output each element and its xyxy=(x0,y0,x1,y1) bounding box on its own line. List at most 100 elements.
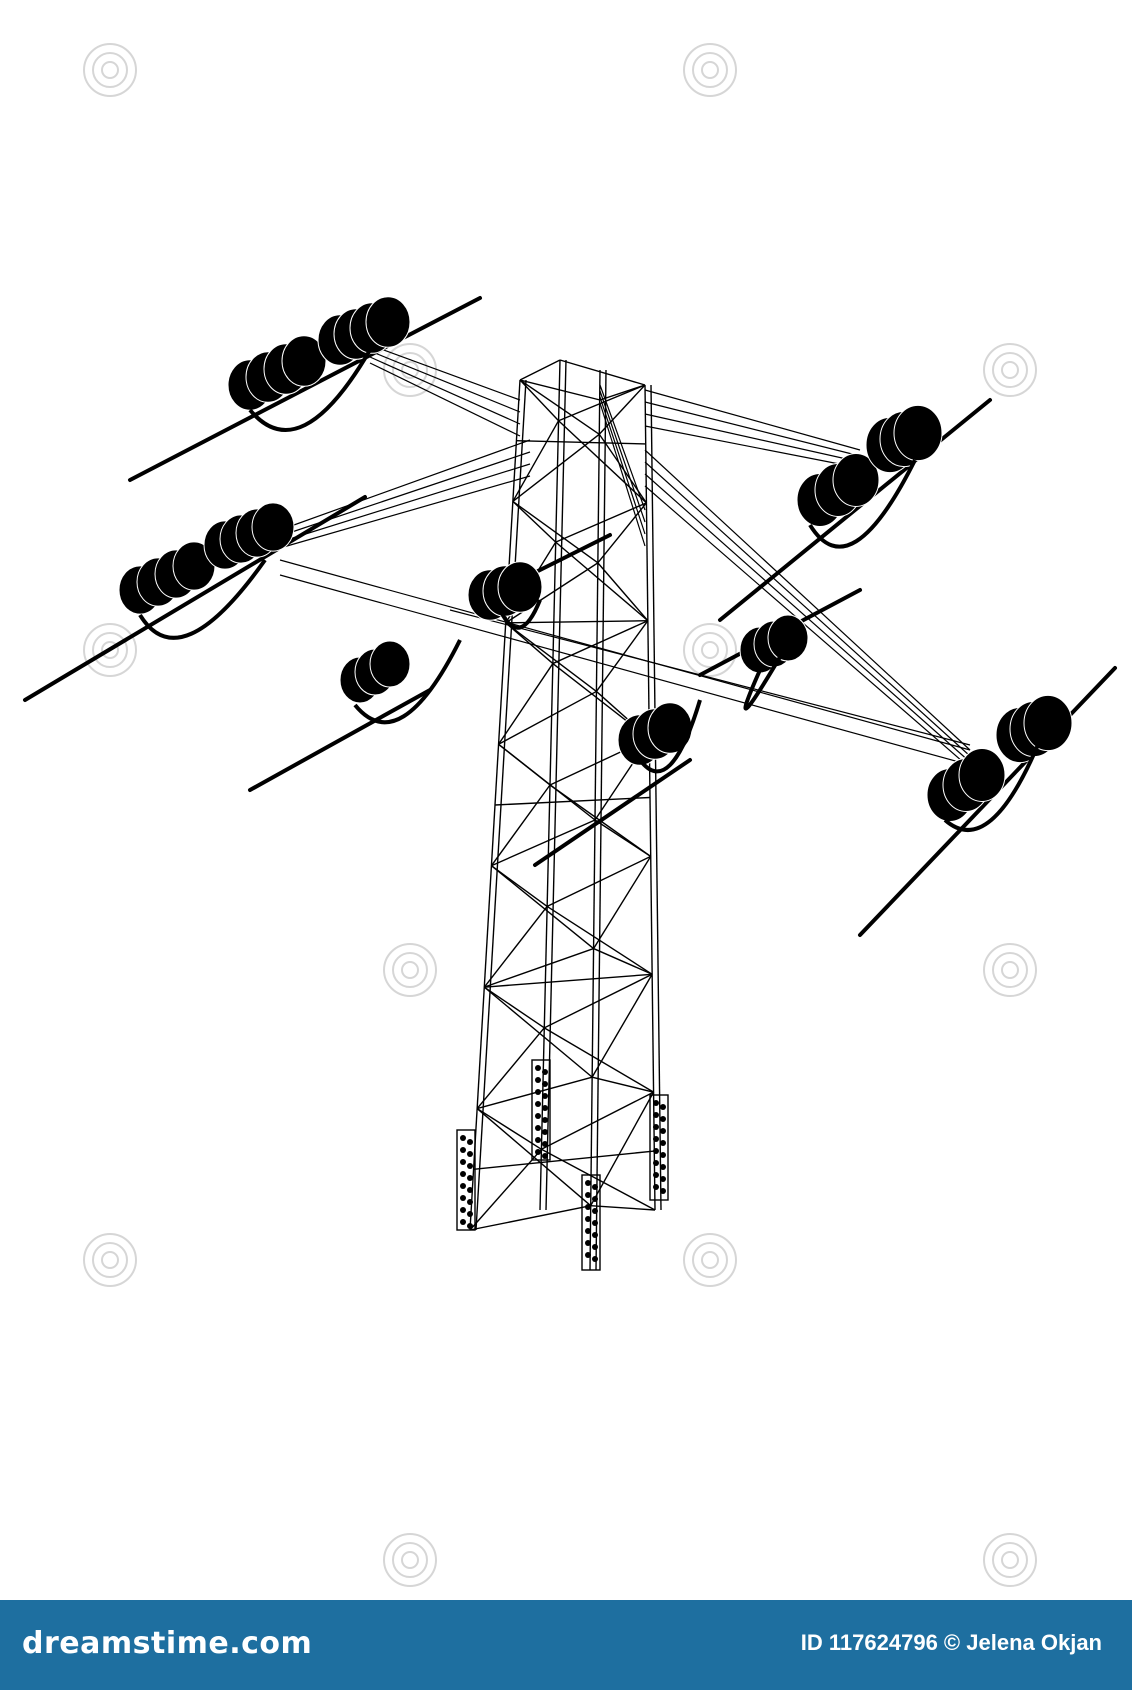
watermark-swirl-icon xyxy=(383,343,437,397)
conductor-rod xyxy=(718,398,992,622)
tower-brace xyxy=(541,1148,656,1211)
insulator-disc-cluster xyxy=(739,614,809,674)
tower-brace xyxy=(592,856,652,949)
jumper-loop xyxy=(943,739,1042,832)
tower-brace xyxy=(590,1205,656,1211)
jumper-loop xyxy=(138,558,267,640)
tower-brace xyxy=(597,502,647,564)
tower-brace xyxy=(595,620,649,692)
cross-arm-stay xyxy=(369,350,521,413)
tower-brace xyxy=(543,973,653,1029)
cross-arm-stay xyxy=(644,425,861,469)
conductor-rod xyxy=(248,688,432,792)
tower-top-frame xyxy=(519,359,561,381)
watermark-swirl-icon xyxy=(83,1233,137,1287)
tower-brace xyxy=(512,500,557,543)
tower-brace xyxy=(597,562,649,622)
jumper-loop xyxy=(743,638,792,711)
tower-brace xyxy=(490,784,551,867)
cross-arm-stay xyxy=(279,574,971,766)
insulator-disc-cluster xyxy=(796,453,880,527)
cross-arm-stay xyxy=(599,396,646,535)
cross-arm-stay xyxy=(449,609,971,746)
tower-brace xyxy=(512,420,560,502)
conductor-lines xyxy=(23,296,1117,937)
tower-brace xyxy=(469,1148,542,1231)
cross-arm-stay xyxy=(369,356,521,425)
watermark-footer-bar: dreamstime.com ID 117624796 © Jelena Okj… xyxy=(0,1600,1132,1690)
tower-top-frame xyxy=(519,379,601,401)
tower-horizontal xyxy=(473,1150,655,1170)
cross-arm-stay xyxy=(279,463,531,543)
tower-brace xyxy=(498,690,597,745)
tower-brace xyxy=(512,433,600,502)
watermark-brand: dreamstime.com xyxy=(22,1626,313,1661)
insulator-disc-cluster xyxy=(317,296,411,366)
tower-brace xyxy=(590,1091,655,1207)
conductor-rod xyxy=(533,758,692,867)
tower-brace xyxy=(519,379,600,435)
conductor-rod xyxy=(858,666,1117,937)
lattice-tower xyxy=(469,359,662,1271)
cross-arm-stay xyxy=(369,362,521,437)
conductor-rod xyxy=(23,495,367,702)
cross-arm-stay xyxy=(644,389,861,451)
insulator-disc-cluster xyxy=(617,702,693,766)
tower-leg xyxy=(650,384,662,1211)
cross-arm-stay xyxy=(644,461,971,757)
tower-brace xyxy=(498,743,596,821)
tower-brace xyxy=(546,905,653,975)
cross-arm-stay xyxy=(279,439,531,531)
cross-arm-stay xyxy=(369,344,521,401)
tower-brace xyxy=(476,1027,545,1110)
cross-arm-stay xyxy=(599,402,646,547)
tower-brace xyxy=(519,379,560,422)
tower-brace xyxy=(558,420,647,504)
insulator-disc-cluster xyxy=(467,561,543,621)
tower-illustration xyxy=(23,43,1117,1587)
insulator-disc-cluster xyxy=(865,404,943,474)
footing-bolt-plate xyxy=(531,1059,551,1161)
tower-footings xyxy=(456,1059,669,1271)
jumper-loop xyxy=(638,699,702,774)
tower-brace xyxy=(594,819,652,858)
insulator-strings xyxy=(118,296,1073,832)
tower-brace xyxy=(543,1027,654,1093)
watermark-swirl-icon xyxy=(383,943,437,997)
tower-brace xyxy=(505,622,597,692)
watermark-swirl-icon xyxy=(983,1533,1037,1587)
tower-brace xyxy=(484,947,594,988)
watermark-swirl-icon xyxy=(383,1533,437,1587)
watermark-swirl-icon xyxy=(683,623,737,677)
tower-brace xyxy=(469,1205,591,1231)
tower-brace xyxy=(546,855,652,908)
insulator-disc-cluster xyxy=(339,640,411,704)
tower-brace xyxy=(490,865,595,950)
cross-arm-stay xyxy=(644,401,861,457)
tower-brace xyxy=(555,502,647,543)
tower-brace xyxy=(476,1107,542,1150)
footing-bolt-plate xyxy=(649,1094,669,1201)
insulator-disc-cluster xyxy=(227,335,327,411)
tower-brace xyxy=(541,1091,654,1150)
tower-brace xyxy=(505,562,599,624)
footing-bolt-plate xyxy=(581,1174,601,1271)
watermark-layer xyxy=(83,43,1037,1587)
cross-arm-stays xyxy=(279,344,971,769)
watermark-swirl-icon xyxy=(83,623,137,677)
tower-brace xyxy=(483,905,548,988)
tower-brace xyxy=(491,819,596,867)
cross-arm-stay xyxy=(644,449,971,751)
insulator-disc-cluster xyxy=(203,502,295,570)
insulator-disc-cluster xyxy=(118,541,216,615)
tower-brace xyxy=(476,1076,593,1110)
jumper-loop xyxy=(248,348,372,432)
watermark-swirl-icon xyxy=(983,343,1037,397)
watermark-swirl-icon xyxy=(683,1233,737,1287)
tower-brace xyxy=(591,973,653,1078)
tower-brace xyxy=(483,986,593,1078)
image-credit: ID 117624796 © Jelena Okjan xyxy=(800,1630,1102,1655)
jumper-loop xyxy=(498,599,542,630)
cross-arm-stay xyxy=(644,485,971,769)
conductor-rod xyxy=(128,296,482,482)
